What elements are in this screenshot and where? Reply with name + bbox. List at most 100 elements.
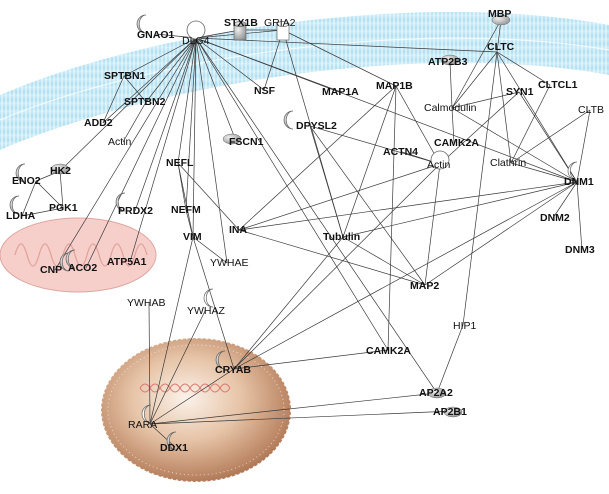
edge-cltc-calmodulin bbox=[451, 51, 498, 109]
edge-dnm1-tubulin bbox=[342, 181, 578, 238]
node-gria2: GRIA2 bbox=[264, 17, 296, 41]
node-label: DNM2 bbox=[540, 212, 570, 224]
edge-map1b-camk2a bbox=[387, 85, 397, 351]
edge-dpysl2-tubulin bbox=[309, 125, 344, 238]
node-label: PGK1 bbox=[49, 202, 78, 214]
edge-dlg4-aco2 bbox=[85, 37, 197, 269]
node-map1a: MAP1A bbox=[322, 86, 359, 98]
edge-vim-ywhae bbox=[192, 236, 228, 264]
edge-dlg4-sptbn2 bbox=[145, 37, 197, 103]
node-label: YWHAZ bbox=[187, 305, 226, 317]
node-label: MBP bbox=[488, 8, 511, 20]
node-label: CLTCL1 bbox=[538, 79, 578, 91]
node-label: NEFL bbox=[166, 157, 194, 169]
node-ywhaz: YWHAZ bbox=[187, 288, 226, 317]
node-label: Actin bbox=[427, 159, 451, 171]
node-vim: VIM bbox=[183, 231, 202, 243]
edge-cltc-clathrin bbox=[496, 51, 512, 164]
node-cryab: CRYAB bbox=[215, 350, 251, 376]
node-gnao1: GNAO1 bbox=[136, 14, 175, 41]
node-label: LDHA bbox=[6, 210, 36, 222]
edge-rara-ddx1 bbox=[149, 423, 176, 448]
edge-actin-map2 bbox=[424, 163, 441, 286]
edge-syn1-dnm1 bbox=[518, 91, 578, 183]
edge-mbp-calmodulin bbox=[451, 19, 502, 109]
node-label: DDX1 bbox=[160, 442, 188, 454]
node-label: CNP bbox=[40, 264, 62, 276]
node-label: MAP1B bbox=[376, 80, 413, 92]
edge-cltb-dnm1 bbox=[576, 109, 591, 183]
node-label: VIM bbox=[183, 231, 202, 243]
edge-dlg4-atp5a1 bbox=[129, 37, 197, 263]
edge-sptbn1-sptbn2 bbox=[123, 75, 147, 103]
edge-dnm1-ina bbox=[238, 181, 578, 231]
node-hk2: HK2 bbox=[50, 163, 71, 177]
edge-calmodulin-syn1 bbox=[451, 91, 520, 109]
node-ywhab: YWHAB bbox=[127, 297, 166, 309]
node-label: Clathrin bbox=[490, 157, 526, 169]
node-label: Actin bbox=[108, 136, 132, 148]
node-label: Tubulin bbox=[323, 231, 360, 243]
edge-dlg4-hk2 bbox=[59, 37, 197, 172]
node-map1b: MAP1B bbox=[376, 80, 413, 92]
node-label: CRYAB bbox=[215, 364, 251, 376]
node-label: ATP2B3 bbox=[428, 56, 468, 68]
edge-dlg4-sptbn1 bbox=[123, 37, 197, 77]
node-camk2a: CAMK2A bbox=[366, 345, 411, 357]
edge-map1b-actin bbox=[395, 85, 441, 165]
node-sptbn2: SPTBN2 bbox=[124, 96, 166, 108]
edge-dnm1-cryab bbox=[233, 181, 578, 370]
node-syn1: SYN1 bbox=[506, 86, 534, 98]
node-label: CLTB bbox=[578, 104, 604, 116]
node-pgk1: PGK1 bbox=[49, 202, 78, 214]
node-nsf: NSF bbox=[254, 85, 276, 97]
edge-rara-ap2b1 bbox=[149, 410, 454, 425]
node-prdx2: PRDX2 bbox=[115, 192, 153, 217]
node-label: STX1B bbox=[224, 17, 258, 29]
node-label: AP2A2 bbox=[419, 387, 453, 399]
node-label: DLG4 bbox=[182, 35, 210, 47]
node-tubulin: Tubulin bbox=[323, 231, 360, 243]
node-add2: ADD2 bbox=[84, 117, 113, 129]
edge-eno2-ldha bbox=[21, 180, 37, 217]
edge-nefm-vim bbox=[185, 209, 194, 238]
edge-dpysl2-map2 bbox=[309, 125, 426, 286]
node-label: Calmodulin bbox=[424, 102, 477, 114]
node-label: CAMK2A bbox=[366, 345, 411, 357]
edge-ywhab-rara bbox=[148, 302, 151, 425]
edge-cltb-clathrin bbox=[510, 109, 591, 164]
node-ap2a2: AP2A2 bbox=[419, 387, 453, 399]
node-label: DPYSL2 bbox=[296, 120, 337, 132]
node-label: NSF bbox=[254, 85, 276, 97]
edge-clathrin-dnm1 bbox=[510, 162, 578, 183]
node-label: MAP1A bbox=[322, 86, 359, 98]
node-cnp: CNP bbox=[40, 252, 70, 276]
node-atp5a1: ATP5A1 bbox=[107, 256, 147, 268]
node-ap2b1: AP2B1 bbox=[433, 406, 467, 418]
edge-dlg4-fscn1 bbox=[195, 37, 237, 142]
edge-dlg4-vim bbox=[192, 37, 197, 238]
node-label: CLTC bbox=[487, 41, 515, 53]
node-label: NEFM bbox=[171, 204, 201, 216]
edge-calmodulin-camk2a_top bbox=[451, 107, 455, 144]
node-label: MAP2 bbox=[410, 280, 439, 292]
edge-dlg4-add2 bbox=[102, 37, 197, 124]
node-mbp: MBP bbox=[488, 8, 511, 26]
node-actin: Actin bbox=[427, 150, 451, 171]
edge-dnm1-dnm3 bbox=[576, 181, 583, 251]
node-label: GRIA2 bbox=[264, 17, 296, 29]
edge-gria2-map1b bbox=[282, 29, 397, 87]
edge-hk2-pgk1 bbox=[59, 170, 64, 209]
edge-cltcl1-clathrin bbox=[510, 84, 551, 164]
edge-map1b-tubulin bbox=[342, 85, 397, 238]
node-hip1: HIP1 bbox=[453, 320, 477, 332]
edge-atp2b3-calmodulin bbox=[449, 61, 453, 109]
node-nefl: NEFL bbox=[166, 157, 194, 169]
edge-ywhaz-rara bbox=[149, 310, 206, 425]
edge-dlg4-ywhae bbox=[195, 37, 228, 264]
edge-dlg4-nefm bbox=[185, 37, 197, 211]
node-ywhae: YWHAE bbox=[210, 257, 249, 269]
edge-rara-cryab bbox=[149, 368, 235, 425]
node-dnm2: DNM2 bbox=[540, 212, 570, 224]
